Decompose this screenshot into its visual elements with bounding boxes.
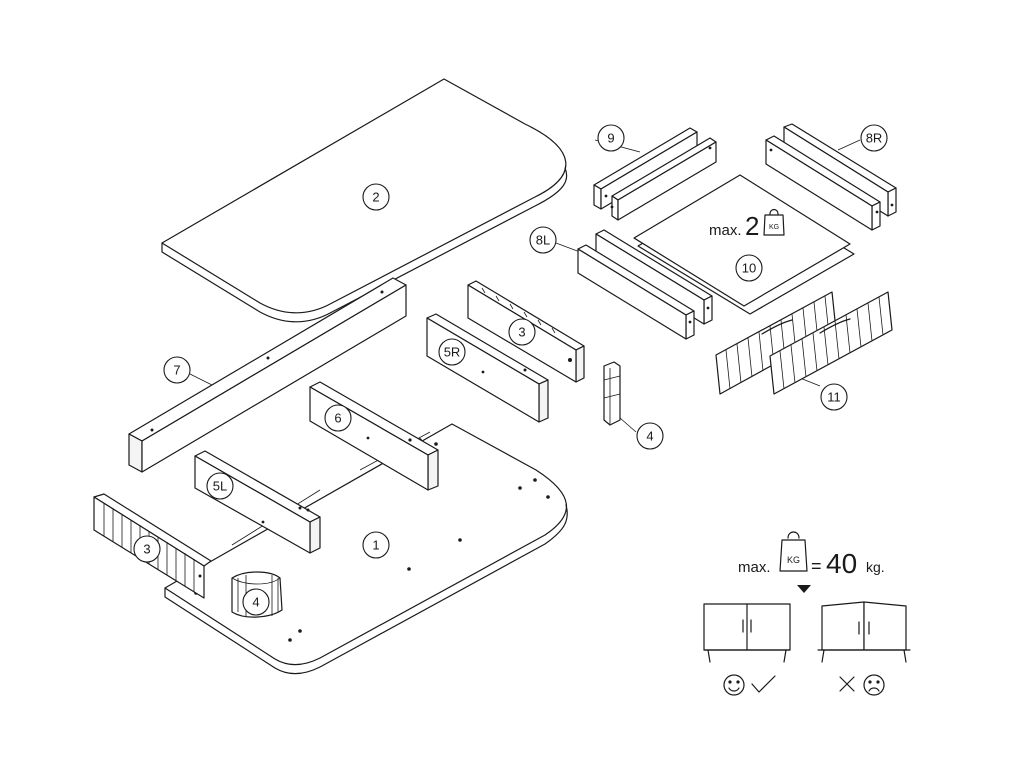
svg-text:8L: 8L <box>536 233 550 248</box>
svg-text:11: 11 <box>827 390 841 405</box>
weight-icon: KG <box>763 208 785 236</box>
svg-text:3: 3 <box>518 325 525 340</box>
part-label-5r: 5R <box>438 338 466 366</box>
part-label-3-bottom: 3 <box>133 535 161 563</box>
svg-text:4: 4 <box>646 429 653 444</box>
part-label-3-top: 3 <box>508 318 536 346</box>
drawer-bottom <box>633 174 855 315</box>
part-label-4-small: 4 <box>636 422 664 450</box>
part-label-9: 9 <box>597 124 625 152</box>
part-label-11: 11 <box>820 383 848 411</box>
svg-text:kg.: kg. <box>866 559 885 575</box>
svg-text:3: 3 <box>143 542 150 557</box>
stop-block <box>603 361 621 426</box>
svg-text:2: 2 <box>745 211 759 241</box>
svg-text:6: 6 <box>334 411 341 426</box>
weight-icon: KG <box>779 531 808 572</box>
svg-text:4: 4 <box>252 595 259 610</box>
drawer-rail-9 <box>593 127 717 221</box>
svg-text:9: 9 <box>607 131 614 146</box>
svg-text:max.: max. <box>738 559 771 576</box>
drawer-side-8l <box>577 229 713 340</box>
part-label-4-floor: 4 <box>242 588 270 616</box>
svg-text:7: 7 <box>173 363 180 378</box>
svg-text:10: 10 <box>742 261 756 276</box>
part-label-5l: 5L <box>206 472 234 500</box>
part-label-6: 6 <box>324 404 352 432</box>
part-label-8r: 8R <box>860 124 888 152</box>
drawer-side-8r <box>765 123 897 231</box>
svg-text:KG: KG <box>769 224 779 231</box>
drawer-fronts <box>715 291 893 395</box>
part-label-8l: 8L <box>529 226 557 254</box>
smile-check-icon <box>723 674 776 696</box>
part-label-1: 1 <box>362 531 390 559</box>
part-label-10: 10 <box>735 254 763 282</box>
svg-text:40: 40 <box>826 548 857 579</box>
svg-text:KG: KG <box>787 555 800 565</box>
arrow-down-icon <box>797 585 811 593</box>
cross-frown-icon <box>839 674 885 696</box>
svg-text:=: = <box>811 556 822 576</box>
door-load-note: max. KG = 40 kg. <box>738 531 885 593</box>
back-rail <box>128 277 407 473</box>
cabinet-bad <box>817 601 911 663</box>
part-label-2: 2 <box>362 183 390 211</box>
svg-text:max.: max. <box>709 222 742 239</box>
part-label-7: 7 <box>163 356 191 384</box>
svg-text:5R: 5R <box>444 345 461 360</box>
svg-text:1: 1 <box>372 538 379 553</box>
drawer-load-note: max. 2 KG <box>709 208 785 241</box>
svg-text:5L: 5L <box>213 479 227 494</box>
cabinet-ok <box>703 603 791 663</box>
svg-text:8R: 8R <box>866 131 883 146</box>
svg-text:2: 2 <box>372 190 379 205</box>
